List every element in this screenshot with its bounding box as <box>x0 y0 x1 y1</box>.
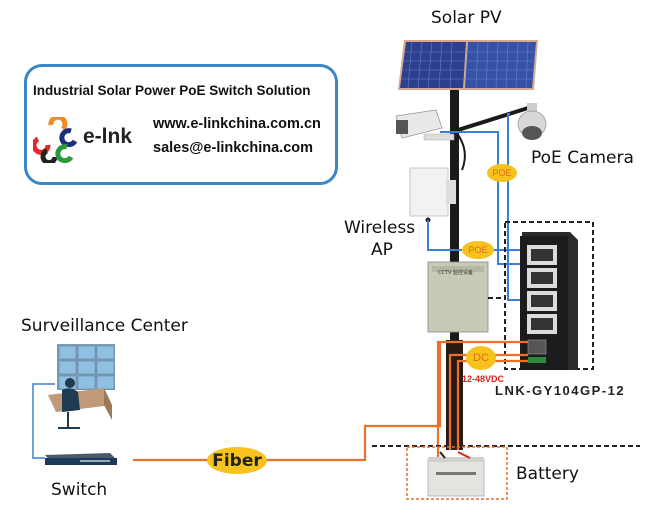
surveillance-center-label: Surveillance Center <box>21 316 188 336</box>
wireless-ap-icon <box>409 167 456 223</box>
email-link[interactable]: sales@e-linkchina.com <box>153 140 314 156</box>
brand-info-box: Industrial Solar Power PoE Switch Soluti… <box>24 64 338 185</box>
dc-badge: DC <box>466 346 496 370</box>
elink-logo-icon <box>33 117 78 163</box>
cctv-box-label: CCTV 监控设备 <box>438 270 474 276</box>
industrial-switch-device <box>520 232 578 370</box>
center-link-line <box>32 383 55 459</box>
voltage-label: 12-48VDC <box>462 374 505 384</box>
fiber-badge: Fiber <box>207 447 267 474</box>
network-switch-icon <box>45 453 117 465</box>
poe-badge-camera: POE <box>487 164 517 182</box>
battery-label: Battery <box>516 464 579 484</box>
box-camera-icon <box>395 109 455 141</box>
solution-title: Industrial Solar Power PoE Switch Soluti… <box>33 83 311 98</box>
poe-camera-label: PoE Camera <box>531 148 634 168</box>
cctv-enclosure-icon <box>427 261 489 333</box>
elink-logo-text: e-lnk <box>83 125 133 148</box>
wireless-ap-label-line2: AP <box>371 240 393 260</box>
solar-pv-label: Solar PV <box>431 8 502 28</box>
poe-badge-ap: POE <box>462 241 494 259</box>
solar-panel-icon <box>398 40 538 90</box>
dome-camera-icon <box>517 103 547 140</box>
battery-outline <box>406 446 508 500</box>
wireless-ap-label-line1: Wireless <box>344 218 416 238</box>
website-link[interactable]: www.e-linkchina.com.cn <box>153 116 321 132</box>
switch-model-label: LNK-GY104GP-12 <box>495 383 626 398</box>
surveillance-center-icon <box>48 344 115 429</box>
power-fiber-lines <box>133 340 528 462</box>
switch-label: Switch <box>51 480 108 500</box>
switch-dashed-outline <box>504 221 594 370</box>
battery-icon <box>427 451 485 497</box>
